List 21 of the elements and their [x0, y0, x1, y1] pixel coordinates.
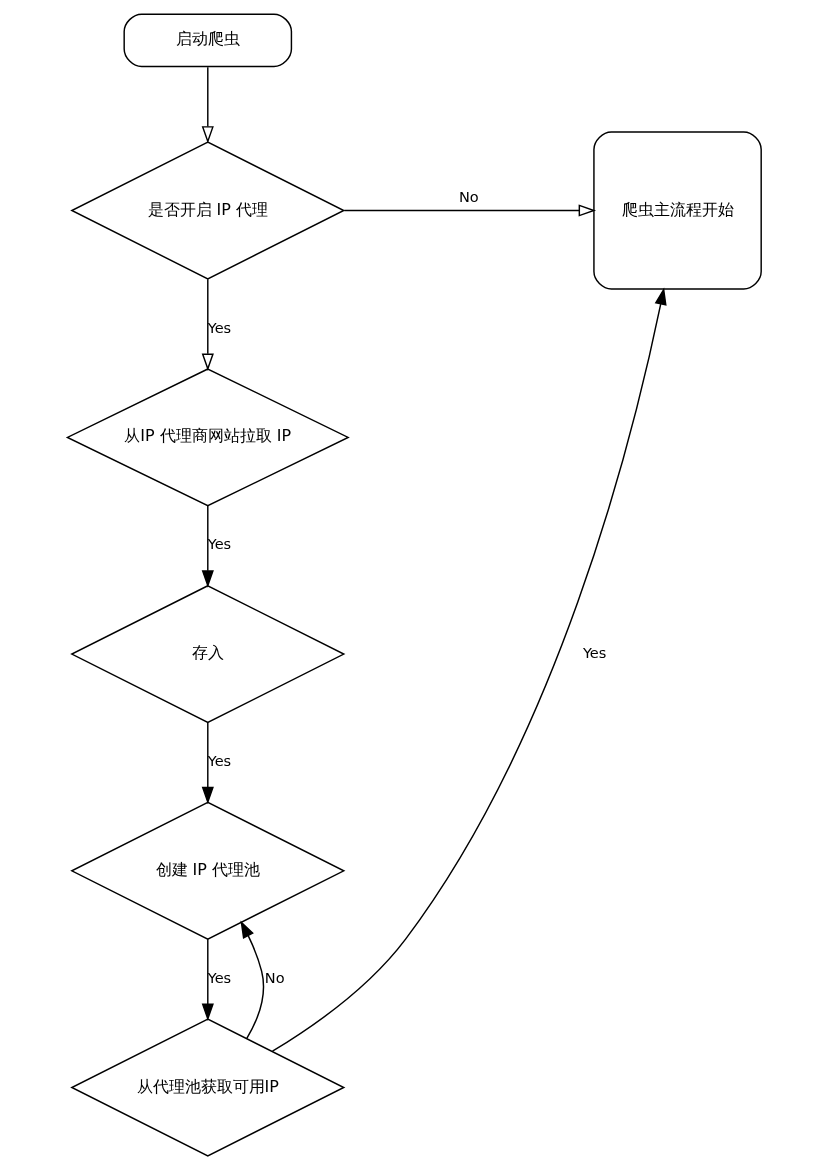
- edge-label: Yes: [207, 753, 231, 770]
- edge-label: No: [458, 188, 479, 205]
- edge-label: Yes: [207, 969, 231, 986]
- arrow: [201, 721, 214, 805]
- arrow: [271, 287, 667, 1052]
- edge-label: Yes: [582, 644, 606, 661]
- node-diamond: 是否开启 IP 代理: [69, 141, 345, 280]
- arrow: [201, 66, 214, 144]
- edge-label: Yes: [207, 536, 231, 553]
- arrow: [201, 278, 214, 371]
- node-diamond: 从IP 代理商网站拉取 IP: [65, 368, 350, 507]
- node-box: 启动爬虫: [122, 13, 292, 68]
- edge-label: Yes: [207, 319, 231, 336]
- node-diamond: 从代理池获取可用IP: [69, 1018, 345, 1157]
- arrow: [201, 505, 214, 588]
- edge-label: No: [264, 969, 285, 986]
- arrow: [201, 938, 214, 1022]
- arrow: [239, 920, 264, 1040]
- node-diamond: 存入: [69, 584, 345, 724]
- arrow: [343, 204, 596, 217]
- node-box: 爬虫主流程开始: [592, 131, 762, 290]
